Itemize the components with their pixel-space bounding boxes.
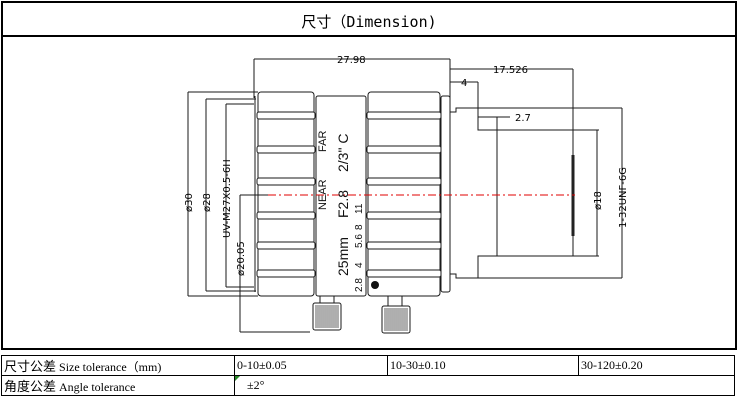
size-tolerance-label: 尺寸公差 Size tolerance（mm) — [1, 355, 235, 376]
marking-format: 2/3" C — [335, 134, 351, 172]
knurl-band — [366, 269, 442, 278]
dim-label-17-526: 17.526 — [493, 65, 528, 76]
dim-label-phi20: ø20.05 — [236, 241, 247, 276]
c-mount — [449, 107, 498, 279]
f-stop-label: 2.8 — [354, 278, 365, 292]
iris-knob-stem — [387, 295, 403, 307]
knurl-band — [366, 111, 442, 120]
dim-label-unf: 1-32UNF-6G — [618, 167, 629, 228]
marking-far: FAR — [317, 131, 329, 152]
f-stop-label: 8 — [354, 224, 365, 230]
dim-label-2-7: 2.7 — [515, 113, 531, 124]
tolerance-table: 尺寸公差 Size tolerance（mm) 0-10±0.05 10-30±… — [1, 355, 735, 396]
marking-focal: 25mm — [335, 237, 351, 276]
knurl-band — [256, 241, 316, 250]
dim-label-27-98: 27.98 — [337, 55, 366, 66]
dim-label-phi18: ø18 — [593, 191, 604, 210]
dim-label-phi28: ø28 — [202, 193, 213, 212]
front-knurl-ring — [257, 91, 315, 297]
focus-knob-stem — [319, 295, 335, 304]
knurl-band — [256, 177, 316, 186]
dim-label-m27: UV-M27X0.5-6H — [222, 159, 233, 238]
f-stop-label: 5.6 — [354, 234, 365, 248]
knurl-band — [256, 111, 316, 120]
knurl-band — [256, 269, 316, 278]
iris-knob — [381, 305, 411, 334]
knurl-band — [366, 177, 442, 186]
angle-tolerance-label: 角度公差 Angle tolerance — [1, 375, 235, 396]
knurl-band — [366, 211, 442, 220]
dim-label-4: 4 — [461, 78, 467, 89]
marking-aperture: F2.8 — [335, 190, 351, 218]
page-title: 尺寸（Dimension) — [301, 13, 437, 31]
focus-knob — [312, 302, 342, 331]
table-row-size-tolerance: 尺寸公差 Size tolerance（mm) 0-10±0.05 10-30±… — [1, 355, 735, 376]
f-stop-label: 4 — [354, 262, 365, 268]
drawing-frame — [1, 35, 737, 350]
marking-near: NEAR — [317, 179, 329, 210]
size-tolerance-range-3: 30-120±0.20 — [578, 355, 735, 376]
dim-label-phi30: ø30 — [184, 193, 195, 212]
angle-tolerance-value: ±2° — [234, 375, 735, 396]
marking-ring — [315, 95, 367, 297]
knob-knurl — [315, 305, 408, 331]
size-tolerance-range-2: 10-30±0.10 — [387, 355, 579, 376]
index-dot — [371, 281, 379, 289]
table-row-angle-tolerance: 角度公差 Angle tolerance ±2° — [1, 375, 735, 396]
knurl-band — [256, 211, 316, 220]
rear-knurl-ring — [367, 91, 441, 297]
title-bar: 尺寸（Dimension) — [1, 1, 737, 37]
knurl-band — [366, 145, 442, 154]
knurl-band — [256, 145, 316, 154]
f-stop-label: 11 — [354, 203, 365, 214]
knurl-band — [366, 241, 442, 250]
knurl-bands — [256, 111, 442, 278]
size-tolerance-range-1: 0-10±0.05 — [234, 355, 388, 376]
